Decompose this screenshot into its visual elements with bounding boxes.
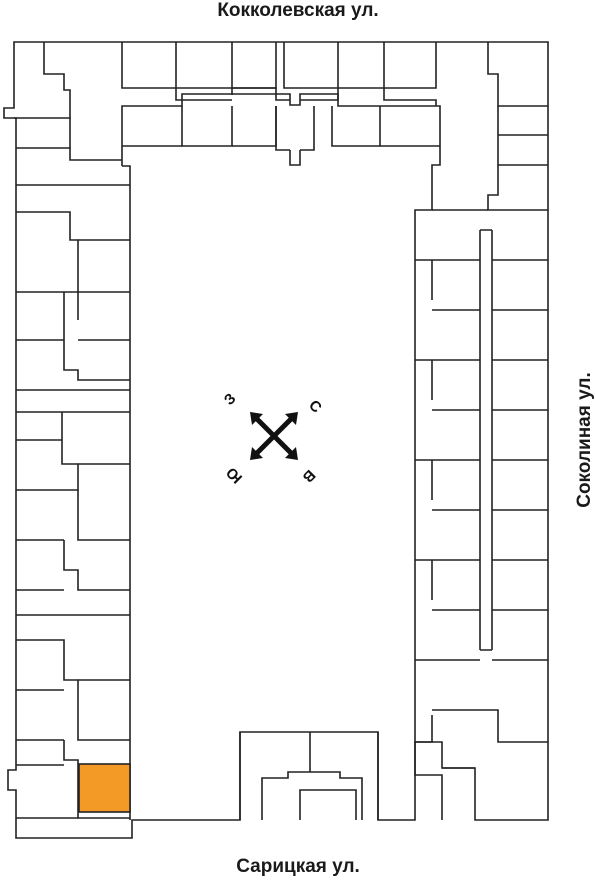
- unit: [121, 42, 177, 89]
- unit: [63, 740, 130, 819]
- unit: [289, 150, 301, 166]
- corridor-wall: [479, 229, 493, 651]
- corridor-wall: [300, 88, 437, 106]
- unit: [232, 106, 277, 147]
- unit: [16, 764, 78, 819]
- arrow-north-icon: [285, 412, 298, 425]
- compass-east-label: В: [299, 466, 319, 486]
- unit: [487, 165, 548, 211]
- unit: [309, 732, 379, 820]
- unit: [338, 42, 385, 89]
- unit: [16, 118, 71, 149]
- unit: [231, 42, 277, 95]
- unit: [176, 42, 233, 89]
- unit: [16, 412, 79, 491]
- compass-arrows-icon: [252, 414, 296, 458]
- unit: [69, 148, 122, 161]
- unit: [14, 42, 71, 119]
- unit: [78, 239, 130, 293]
- corridor-wall: [175, 87, 290, 101]
- right-wing: [415, 42, 548, 743]
- unit: [16, 211, 79, 293]
- courtyard-outline: [121, 93, 441, 820]
- unit: [239, 732, 363, 820]
- unit: [16, 490, 130, 541]
- bottom-block: [239, 732, 475, 820]
- left-wing: [14, 42, 130, 819]
- compass-north-label: С: [305, 397, 325, 417]
- unit: [275, 106, 315, 151]
- unit: [16, 679, 130, 741]
- compass-west-label: З: [221, 390, 240, 409]
- unit: [16, 439, 130, 465]
- selected-unit-highlight[interactable]: [78, 763, 131, 813]
- unit: [432, 709, 548, 743]
- unit: [299, 789, 357, 820]
- street-label-top: Кокколевская ул.: [217, 0, 379, 21]
- unit: [16, 589, 130, 616]
- unit: [384, 42, 437, 89]
- arrow-east-icon: [285, 447, 298, 460]
- unit: [181, 106, 233, 147]
- unit: [487, 42, 548, 107]
- compass-south-label: Ю: [223, 464, 246, 487]
- unit: [283, 42, 339, 89]
- arrow-west-icon: [250, 412, 263, 425]
- unit: [331, 106, 381, 147]
- compass: С З Ю В: [221, 390, 325, 486]
- unit: [414, 742, 475, 820]
- street-label-bottom: Сарицкая ул.: [236, 856, 360, 877]
- top-wing: [121, 42, 440, 166]
- unit: [16, 639, 130, 741]
- unit: [63, 292, 130, 381]
- arrow-south-icon: [250, 447, 263, 460]
- unit: [497, 106, 548, 166]
- unit: [63, 540, 130, 591]
